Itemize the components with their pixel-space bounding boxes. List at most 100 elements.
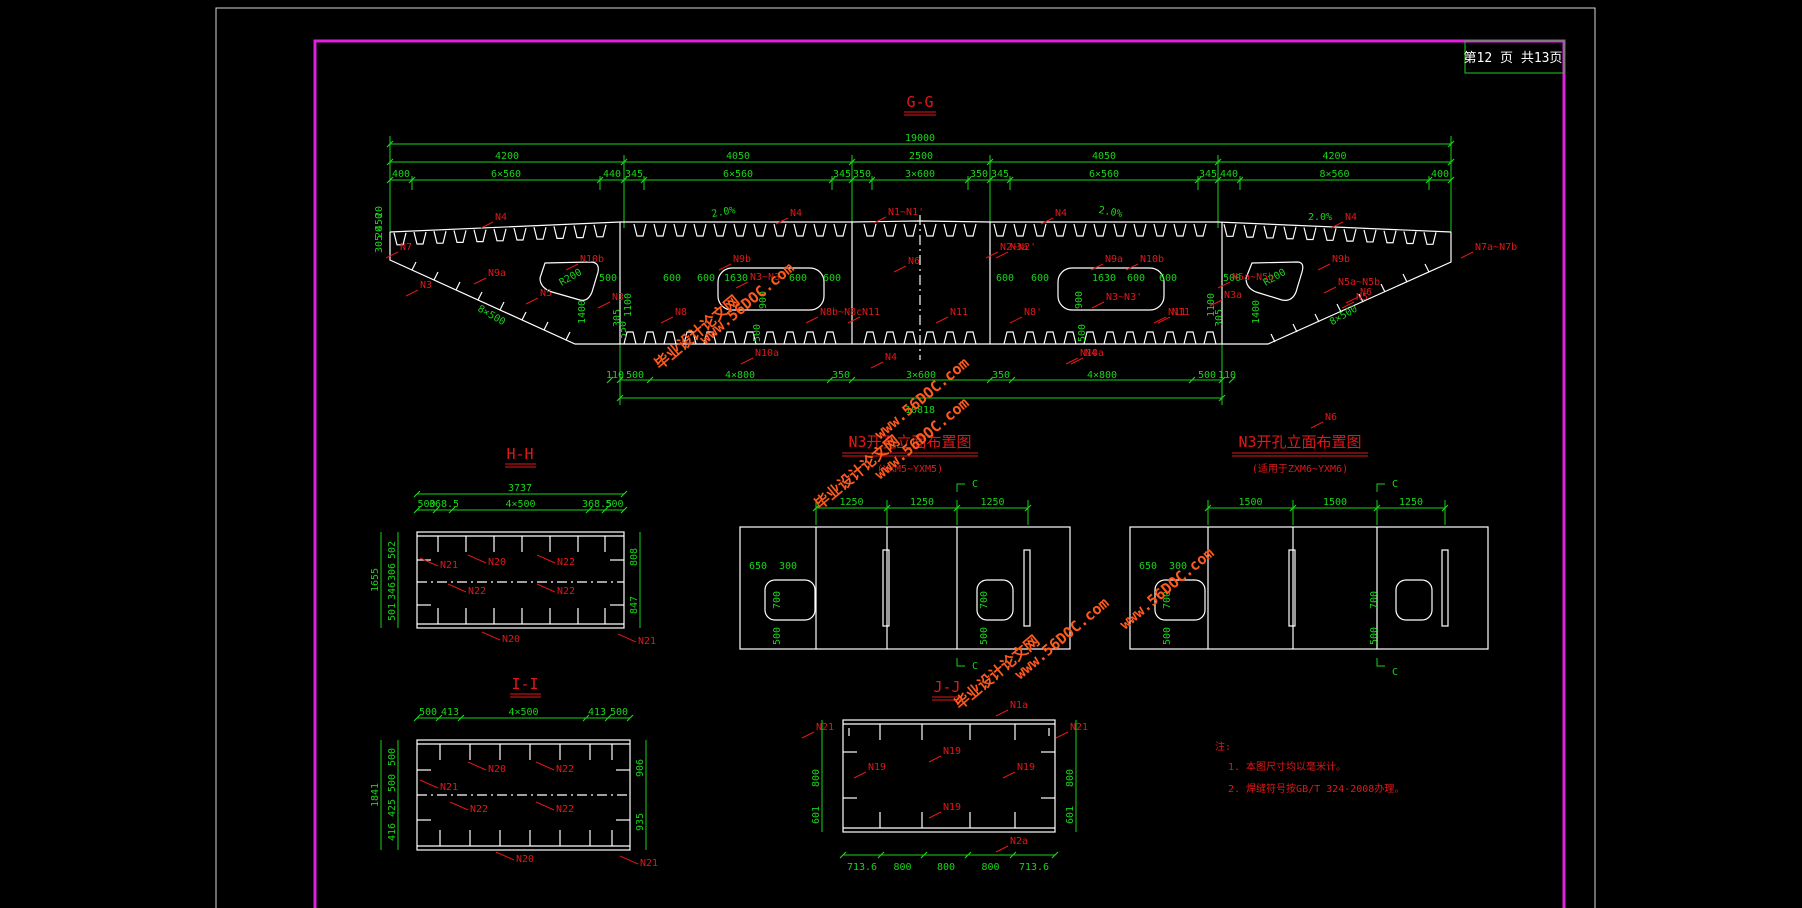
leader-line	[1217, 281, 1231, 289]
leader-line	[985, 251, 999, 259]
leader-line	[935, 316, 949, 324]
leader-line	[447, 583, 467, 593]
dim-tick	[616, 394, 624, 402]
gg-inner-dim: 2.0%	[1308, 212, 1332, 223]
gg-part-label: N4	[1345, 212, 1357, 223]
dim-tick	[1441, 504, 1449, 512]
jj-part-label: N19	[1017, 762, 1035, 773]
dim-tick	[620, 490, 628, 498]
dim-tick	[986, 376, 994, 384]
gg-inner-dim: 600	[663, 273, 681, 284]
gg-part-label: N3	[612, 292, 624, 303]
leader-line	[449, 801, 469, 811]
gg-inner-dim: 1630	[1092, 273, 1116, 284]
jj-bottom-dim: 713.6	[1019, 862, 1049, 873]
dim-tick	[604, 714, 612, 722]
dim-tick	[920, 851, 928, 859]
gg-part-label: N4	[1085, 348, 1097, 359]
dim-tick	[626, 714, 634, 722]
gg-part-label: N5a~N5b	[1232, 272, 1274, 283]
n3a-top-dim: 1250	[839, 497, 863, 508]
leader-line	[1090, 263, 1104, 271]
gg-inner-dim: 550	[618, 321, 629, 339]
leader-line	[419, 557, 439, 567]
leader-line	[1153, 316, 1167, 324]
watermarks: 毕业设计论文网 www.56DOC.com 毕业设计论文网 www.56DOC.…	[651, 259, 1218, 713]
gg-part-label: N11	[1168, 307, 1186, 318]
gg-part-label: N8	[675, 307, 687, 318]
gg-bottom-dim: 500	[1198, 370, 1216, 381]
hh-part-label: N22	[557, 557, 575, 568]
dim-tick	[986, 158, 994, 166]
gg-part-label: N10a	[1080, 348, 1104, 359]
gg-second-dim: 440	[1220, 169, 1238, 180]
n3a-top-dim: 1250	[980, 497, 1004, 508]
dim-tick	[1024, 504, 1032, 512]
hh-right-dim: 847	[629, 596, 640, 614]
dim-tick	[413, 490, 421, 498]
leader-line	[873, 216, 887, 224]
dim-tick	[1204, 504, 1212, 512]
dim-tick	[606, 376, 614, 384]
gg-part-label: N5	[1356, 292, 1368, 303]
leader-line	[1070, 357, 1084, 365]
jj-dimension-lines	[821, 720, 1077, 856]
ii-top-dim: 500	[419, 707, 437, 718]
dim-tick	[839, 851, 847, 859]
gg-inner-dim: 20	[374, 206, 385, 218]
ii-left-dim: 425	[387, 799, 398, 817]
gg-part-label: N7	[400, 242, 412, 253]
n3a-cut-top: C	[972, 479, 978, 490]
gg-part-label: N4	[495, 212, 507, 223]
dim-tick	[1218, 376, 1226, 384]
gg-inner-dim: 2.0%	[711, 205, 737, 220]
ii-part-label: N22	[556, 764, 574, 775]
gg-inner-dim: 1630	[724, 273, 748, 284]
leader-line	[1341, 301, 1355, 309]
dim-tick	[620, 506, 628, 514]
jj-left-dim: 800	[811, 769, 822, 787]
gg-inner-dim: 600	[823, 273, 841, 284]
ii-left-dim: 500	[387, 774, 398, 792]
dim-tick	[435, 714, 443, 722]
gg-part-label: N3a	[1010, 242, 1028, 253]
gg-second-dim: 8×560	[1319, 169, 1349, 180]
gg-bottom-dim: 110	[606, 370, 624, 381]
section-hh-title: H-H	[506, 445, 533, 463]
gg-top-dim: 4200	[495, 151, 519, 162]
gg-inner-dim: 1100	[623, 293, 634, 317]
n3a-cut-bottom: C	[972, 661, 978, 672]
leader-line	[1317, 263, 1331, 271]
hh-top-dim: 500	[417, 499, 435, 510]
n3b-dimension-lines	[1207, 500, 1446, 525]
gg-outline	[389, 215, 1452, 360]
n3b-hole-dim: 300	[1169, 561, 1187, 572]
gg-second-dim: 345	[833, 169, 851, 180]
leader-line	[536, 583, 556, 593]
gg-part-label: N3	[420, 280, 432, 291]
ii-right-dim: 935	[635, 813, 646, 831]
gg-inner-dim: 8×500	[475, 304, 507, 329]
notes-title: 注:	[1215, 740, 1231, 753]
gg-inner-dim: 600	[996, 273, 1014, 284]
leader-line	[495, 851, 515, 861]
dim-tick	[620, 158, 628, 166]
dim-tick	[1008, 376, 1016, 384]
jj-part-label: N21	[816, 722, 834, 733]
section-n3b-subtitle: (适用于ZXM6~YXM6)	[1252, 463, 1348, 475]
leader-line	[735, 281, 749, 289]
gg-bottom-dim: 500	[626, 370, 644, 381]
gg-inner-dim: 305	[612, 309, 623, 327]
gg-bottom-dim: 350	[992, 370, 1010, 381]
leader-line	[535, 801, 555, 811]
leader-line	[467, 761, 487, 771]
dim-tick	[1289, 504, 1297, 512]
n3b-cut-bottom: C	[1392, 667, 1398, 678]
